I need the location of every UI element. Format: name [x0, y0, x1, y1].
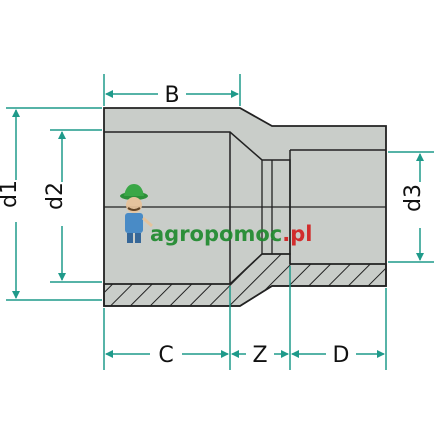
dimension-label-d2: d2: [43, 182, 68, 210]
dimension-label-D: D: [333, 343, 350, 368]
dimension-d3: d3: [388, 151, 434, 263]
hatched-wall-section: [103, 253, 387, 307]
agropomoc-watermark: agropomoc.pl: [120, 184, 312, 246]
dimension-d2: d2: [43, 129, 102, 283]
brand-text-main: agropomoc: [150, 222, 282, 246]
dimension-label-d3: d3: [401, 184, 426, 212]
brand-text-domain: .pl: [282, 222, 312, 246]
mascot-figure: [120, 184, 153, 243]
brand-text: agropomoc.pl: [150, 222, 312, 246]
dimension-Z: Z: [231, 343, 289, 368]
dimension-label-C: C: [158, 343, 173, 368]
dimension-d1: d1: [0, 107, 102, 301]
dimension-B: B: [103, 74, 241, 108]
bottom-extension-lines: [103, 266, 387, 370]
dimension-label-B: B: [164, 83, 179, 108]
dimension-label-d1: d1: [0, 180, 22, 208]
dimension-C: C: [105, 343, 229, 368]
dimension-label-Z: Z: [252, 343, 267, 368]
dimension-D: D: [291, 343, 385, 368]
